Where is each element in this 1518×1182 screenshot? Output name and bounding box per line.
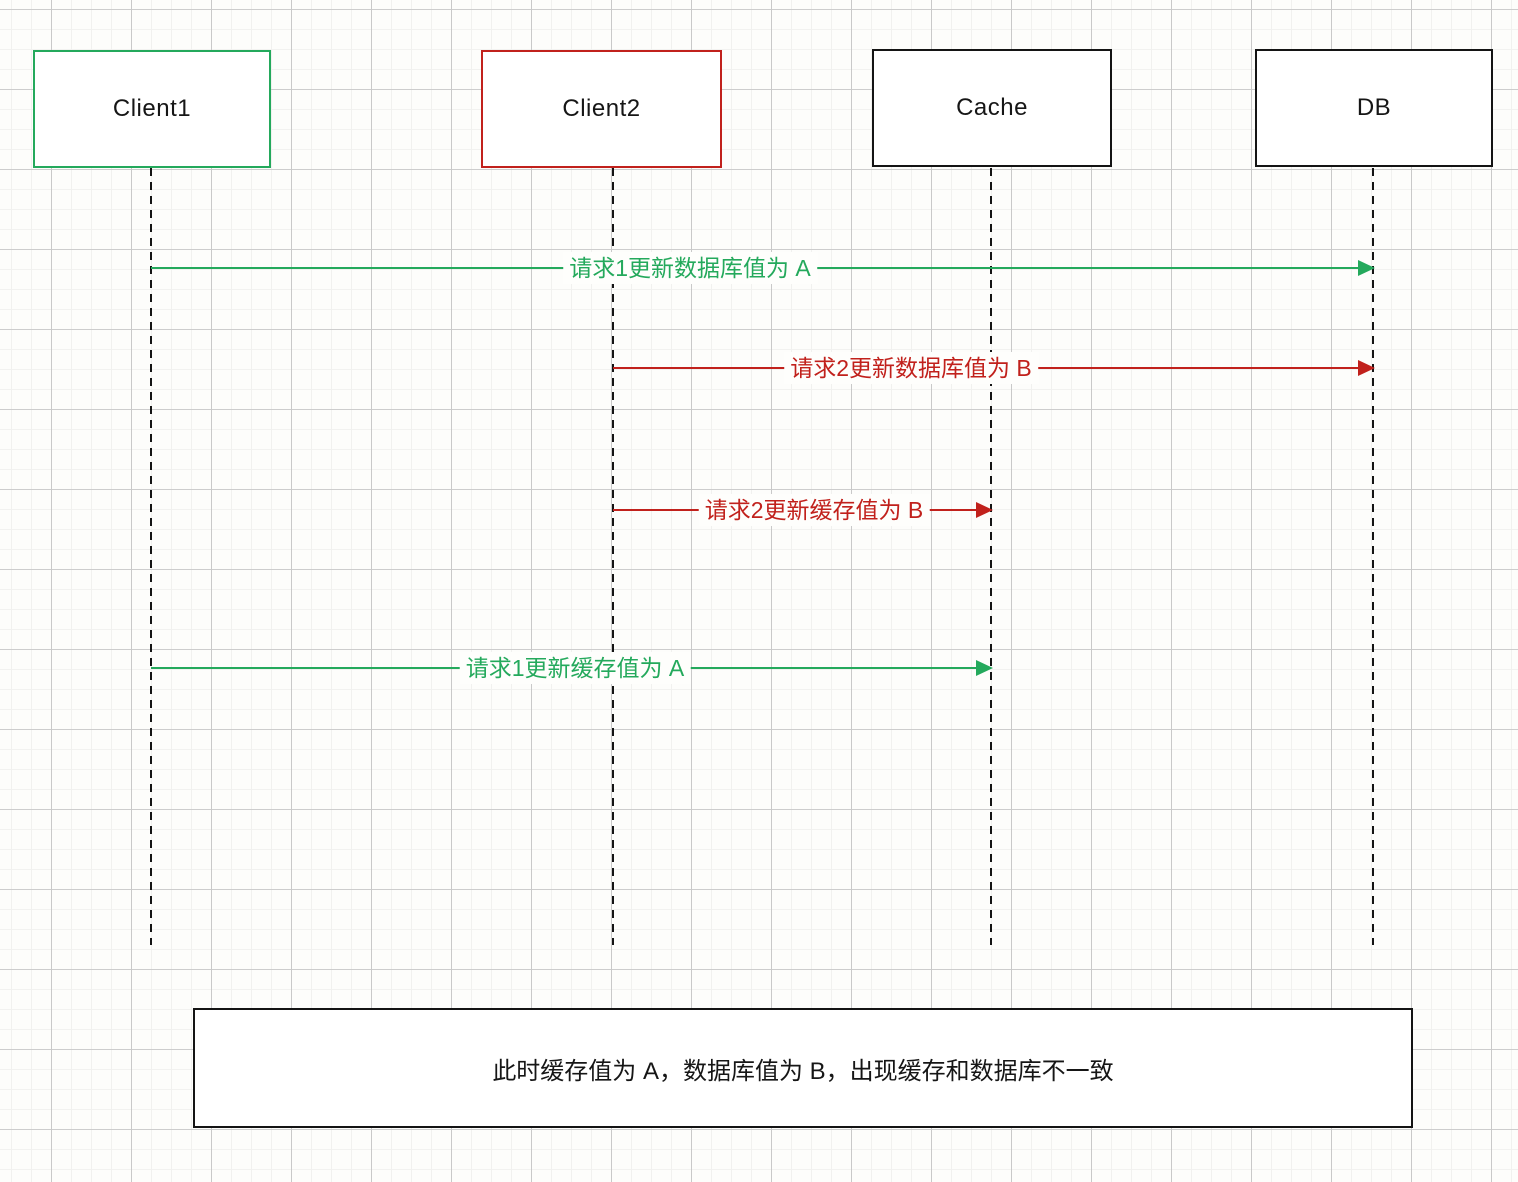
arrowhead-right-icon: [1358, 360, 1375, 376]
lifeline-client1: [150, 168, 152, 945]
actor-box-cache: Cache: [872, 49, 1112, 167]
arrowhead-right-icon: [976, 660, 993, 676]
message-label-1: 请求1更新数据库值为 A: [563, 252, 817, 284]
message-label-3: 请求2更新缓存值为 B: [698, 494, 930, 526]
conclusion-note-text: 此时缓存值为 A，数据库值为 B，出现缓存和数据库不一致: [492, 1057, 1114, 1085]
actor-label-cache: Cache: [956, 94, 1028, 121]
actor-box-client1: Client1: [33, 50, 271, 168]
actor-label-client2: Client2: [562, 95, 641, 122]
actor-label-db: DB: [1356, 94, 1392, 121]
arrowhead-right-icon: [976, 502, 993, 518]
message-label-4: 请求1更新缓存值为 A: [459, 652, 691, 684]
arrowhead-right-icon: [1358, 260, 1375, 276]
actor-label-client1: Client1: [112, 95, 192, 122]
actor-box-client2: Client2: [481, 50, 722, 168]
lifeline-db: [1372, 168, 1374, 945]
message-label-2: 请求2更新数据库值为 B: [784, 352, 1038, 384]
lifeline-cache: [990, 168, 992, 945]
conclusion-note-box: 此时缓存值为 A，数据库值为 B，出现缓存和数据库不一致: [193, 1008, 1413, 1128]
actor-box-db: DB: [1255, 49, 1493, 167]
lifeline-client2: [612, 168, 614, 945]
